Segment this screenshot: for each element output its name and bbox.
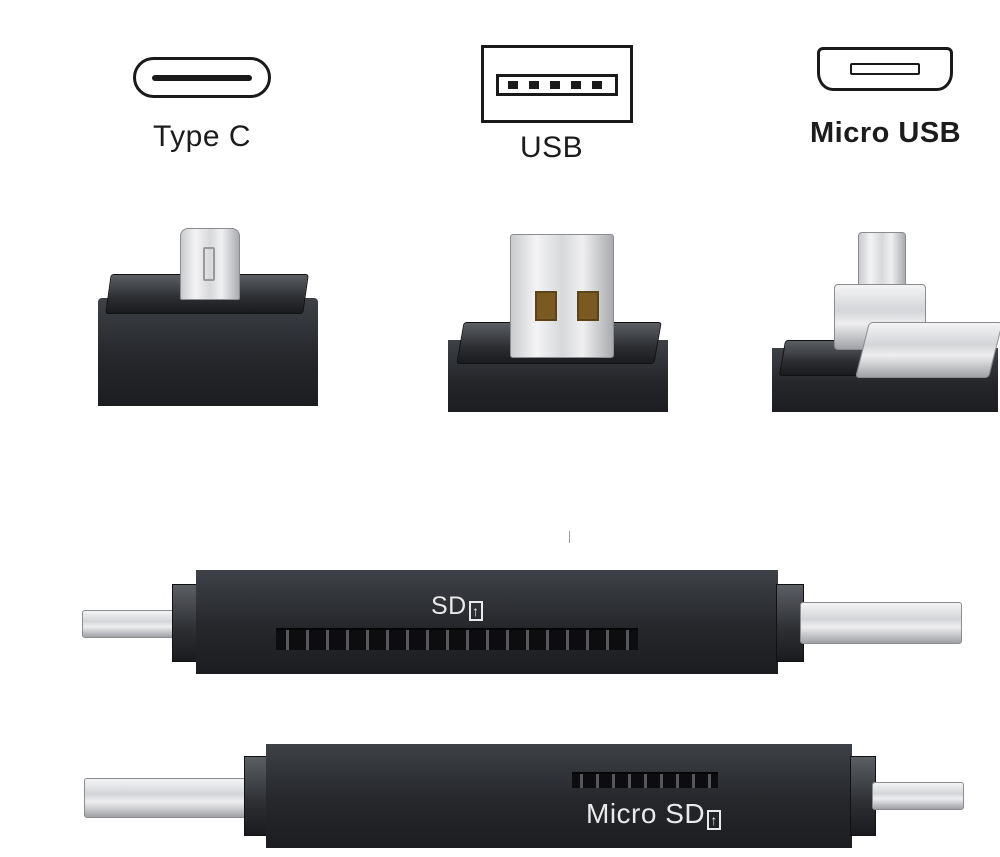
micro-usb-port-icon <box>817 47 953 91</box>
micro-sd-text: Micro SD <box>586 798 706 829</box>
usb-port-tongue <box>496 74 618 96</box>
usb-a-connector <box>510 234 614 358</box>
upload-arrow-icon: ↑ <box>468 601 483 621</box>
end-cap <box>244 756 270 836</box>
sd-text: SD <box>431 592 467 620</box>
micro-sd-card-reader <box>82 742 966 850</box>
divider-mark <box>569 531 570 543</box>
upload-arrow-icon: ↑ <box>707 810 722 830</box>
micro-usb-slot <box>850 63 920 75</box>
reader-body <box>98 298 318 406</box>
type-c-plug-photo <box>96 226 320 406</box>
usb-label: USB <box>520 131 584 164</box>
type-c-label: Type C <box>153 120 252 153</box>
type-c-port-icon <box>133 57 271 98</box>
otg-adapter-plug <box>855 322 1000 378</box>
type-c-connector <box>180 228 240 300</box>
sd-slot <box>276 628 638 650</box>
type-c-plug <box>82 610 180 638</box>
usb-a-plug <box>800 602 962 644</box>
micro-sd-slot <box>572 772 718 788</box>
usb-port-icon <box>481 45 633 123</box>
usb-pin <box>508 81 518 89</box>
usb-a-plug-photo <box>446 230 670 412</box>
sd-card-reader <box>80 568 964 678</box>
usb-pin <box>529 81 539 89</box>
usb-pin <box>592 81 602 89</box>
micro-usb-connector <box>858 232 906 288</box>
micro-sd-print-label: Micro SD↑ <box>586 798 722 830</box>
usb-pin <box>550 81 560 89</box>
sd-print-label: SD↑ <box>431 592 483 621</box>
type-c-contact-bar <box>152 75 252 81</box>
micro-usb-label: Micro USB <box>810 117 962 149</box>
reader-body <box>266 744 852 848</box>
type-c-plug <box>872 782 964 810</box>
usb-pin <box>571 81 581 89</box>
micro-usb-adapter-photo <box>770 230 1000 412</box>
usb-a-plug <box>84 778 246 818</box>
reader-body <box>196 570 778 674</box>
